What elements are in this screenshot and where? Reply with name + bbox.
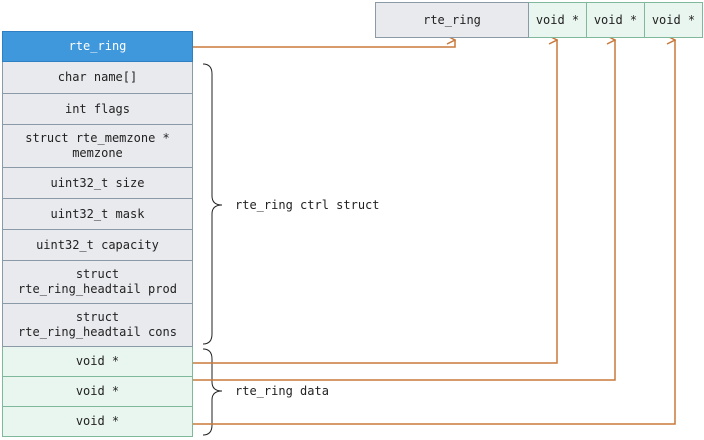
arrow-slot3 <box>193 40 675 425</box>
data-slot-2: void * <box>2 377 193 407</box>
ctrl-brace <box>202 63 223 345</box>
ring-top-label: rte_ring <box>375 2 529 38</box>
field-size: uint32_t size <box>2 168 193 199</box>
data-label: rte_ring data <box>235 384 329 398</box>
field-capacity: uint32_t capacity <box>2 230 193 261</box>
rte-ring-struct-column: rte_ring char name[] int flags struct rt… <box>2 31 193 437</box>
field-cons: struct rte_ring_headtail cons <box>2 304 193 347</box>
field-name: char name[] <box>2 62 193 94</box>
ring-top-slot-1: void * <box>529 2 587 38</box>
ring-top-row: rte_ring void * void * void * <box>375 2 703 38</box>
ring-top-slot-2: void * <box>587 2 645 38</box>
ring-top-slot-3: void * <box>645 2 703 38</box>
field-mask: uint32_t mask <box>2 199 193 230</box>
field-flags: int flags <box>2 94 193 125</box>
field-memzone: struct rte_memzone * memzone <box>2 125 193 168</box>
data-slot-1: void * <box>2 347 193 377</box>
arrow-header-to-ring <box>193 40 455 48</box>
arrow-slot1 <box>193 40 557 364</box>
field-prod: struct rte_ring_headtail prod <box>2 261 193 304</box>
data-brace <box>202 348 223 436</box>
data-slot-3: void * <box>2 407 193 437</box>
ctrl-struct-label: rte_ring ctrl struct <box>235 198 380 212</box>
struct-header: rte_ring <box>2 31 193 62</box>
arrow-slot2 <box>193 40 615 381</box>
